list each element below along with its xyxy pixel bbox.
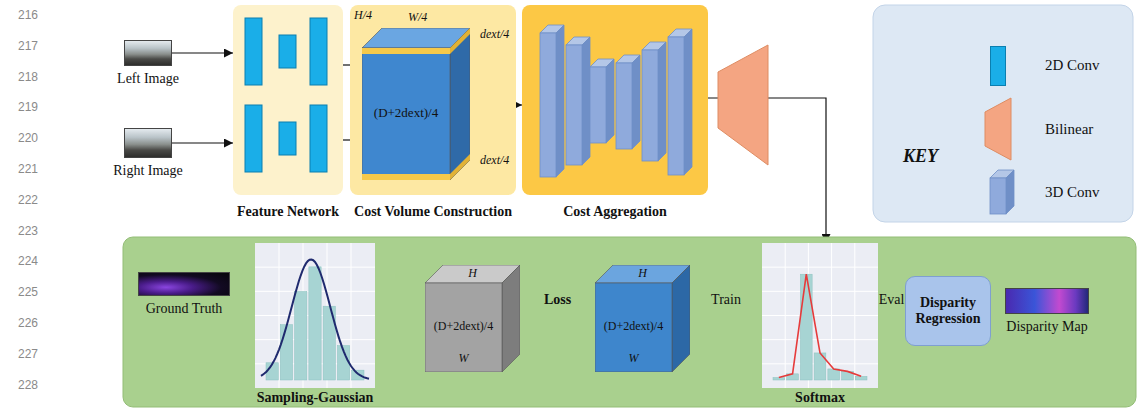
legend-label: Bilinear <box>1045 121 1093 138</box>
image-caption: Right Image <box>113 163 183 179</box>
gaussian-chart: Sampling-Gaussian <box>255 243 375 388</box>
histogram-chart <box>762 243 878 388</box>
edge-label: Train <box>711 292 741 308</box>
connector-arrow <box>172 142 233 143</box>
histogram-chart <box>255 243 375 388</box>
softmax-chart: Softmax <box>762 243 878 388</box>
regression-box: Disparity Regression <box>905 276 991 346</box>
chart-heading: Softmax <box>795 390 845 406</box>
image-caption: Ground Truth <box>146 301 223 317</box>
volume-size: (D+2dext)/4 <box>604 320 663 334</box>
edge-label: Eval <box>879 292 905 308</box>
dimension-label: H/4 <box>354 9 372 23</box>
predicted-volume: H (D+2dext)/4W <box>595 265 690 372</box>
conv3d-symbol <box>990 170 1014 214</box>
box-label: Disparity Regression <box>906 295 990 327</box>
volume-size: (D+2dext)/4 <box>434 320 493 334</box>
key-panel <box>873 5 1133 222</box>
feature-network: Feature Network <box>233 5 343 195</box>
cube-outline <box>595 265 690 372</box>
line-number: 219 <box>10 101 38 115</box>
image-caption: Left Image <box>117 71 179 87</box>
stage-heading: Feature Network <box>237 204 339 220</box>
cost-volume: (D+2dext)/4 <box>362 28 470 180</box>
volume-size: W <box>595 352 672 366</box>
target-volume: H (D+2dext)/4W <box>425 265 520 372</box>
ground-truth-image: Ground Truth <box>138 272 230 296</box>
chart-heading: Sampling-Gaussian <box>257 390 374 406</box>
line-number: 220 <box>10 132 38 146</box>
input-image: Right Image <box>124 128 172 158</box>
dimension-label: dext/4 <box>480 28 509 42</box>
dimension-label: W/4 <box>408 11 427 25</box>
cost-aggregation: Cost Aggregation <box>522 5 708 195</box>
line-number: 224 <box>10 255 38 269</box>
cube-outline <box>362 28 470 180</box>
output-panel <box>123 237 1136 407</box>
line-number: 217 <box>10 40 38 54</box>
line-number: 218 <box>10 71 38 85</box>
cube-outline <box>425 265 520 372</box>
line-number: 226 <box>10 317 38 331</box>
legend-swatch <box>990 46 1006 86</box>
line-number: 223 <box>10 225 38 239</box>
volume-size: W <box>425 352 502 366</box>
stage-heading: Cost Aggregation <box>563 204 667 220</box>
conv3d-hourglass <box>522 5 708 195</box>
disparity-map: Disparity Map <box>1005 288 1089 314</box>
legend-label: 3D Conv <box>1045 184 1100 201</box>
bilinear-block <box>718 45 768 165</box>
bilinear-symbol <box>985 98 1011 160</box>
volume-size: H <box>434 267 511 281</box>
conv2d-stack <box>233 5 343 195</box>
line-number: 221 <box>10 163 38 177</box>
line-number: 225 <box>10 286 38 300</box>
line-number: 227 <box>10 348 38 362</box>
edge-label: Loss <box>544 292 571 308</box>
volume-size: (D+2dext)/4 <box>374 106 438 121</box>
line-number: 228 <box>10 379 38 393</box>
connector-arrow <box>172 52 233 53</box>
dimension-label: dext/4 <box>480 154 509 168</box>
key-title: KEY <box>903 146 938 167</box>
line-number: 216 <box>10 9 38 23</box>
volume-size: H <box>604 267 681 281</box>
line-number: 222 <box>10 194 38 208</box>
input-image: Left Image <box>124 40 172 66</box>
stage-heading: Cost Volume Construction <box>354 204 512 220</box>
image-caption: Disparity Map <box>1006 319 1087 335</box>
legend-label: 2D Conv <box>1045 57 1100 74</box>
